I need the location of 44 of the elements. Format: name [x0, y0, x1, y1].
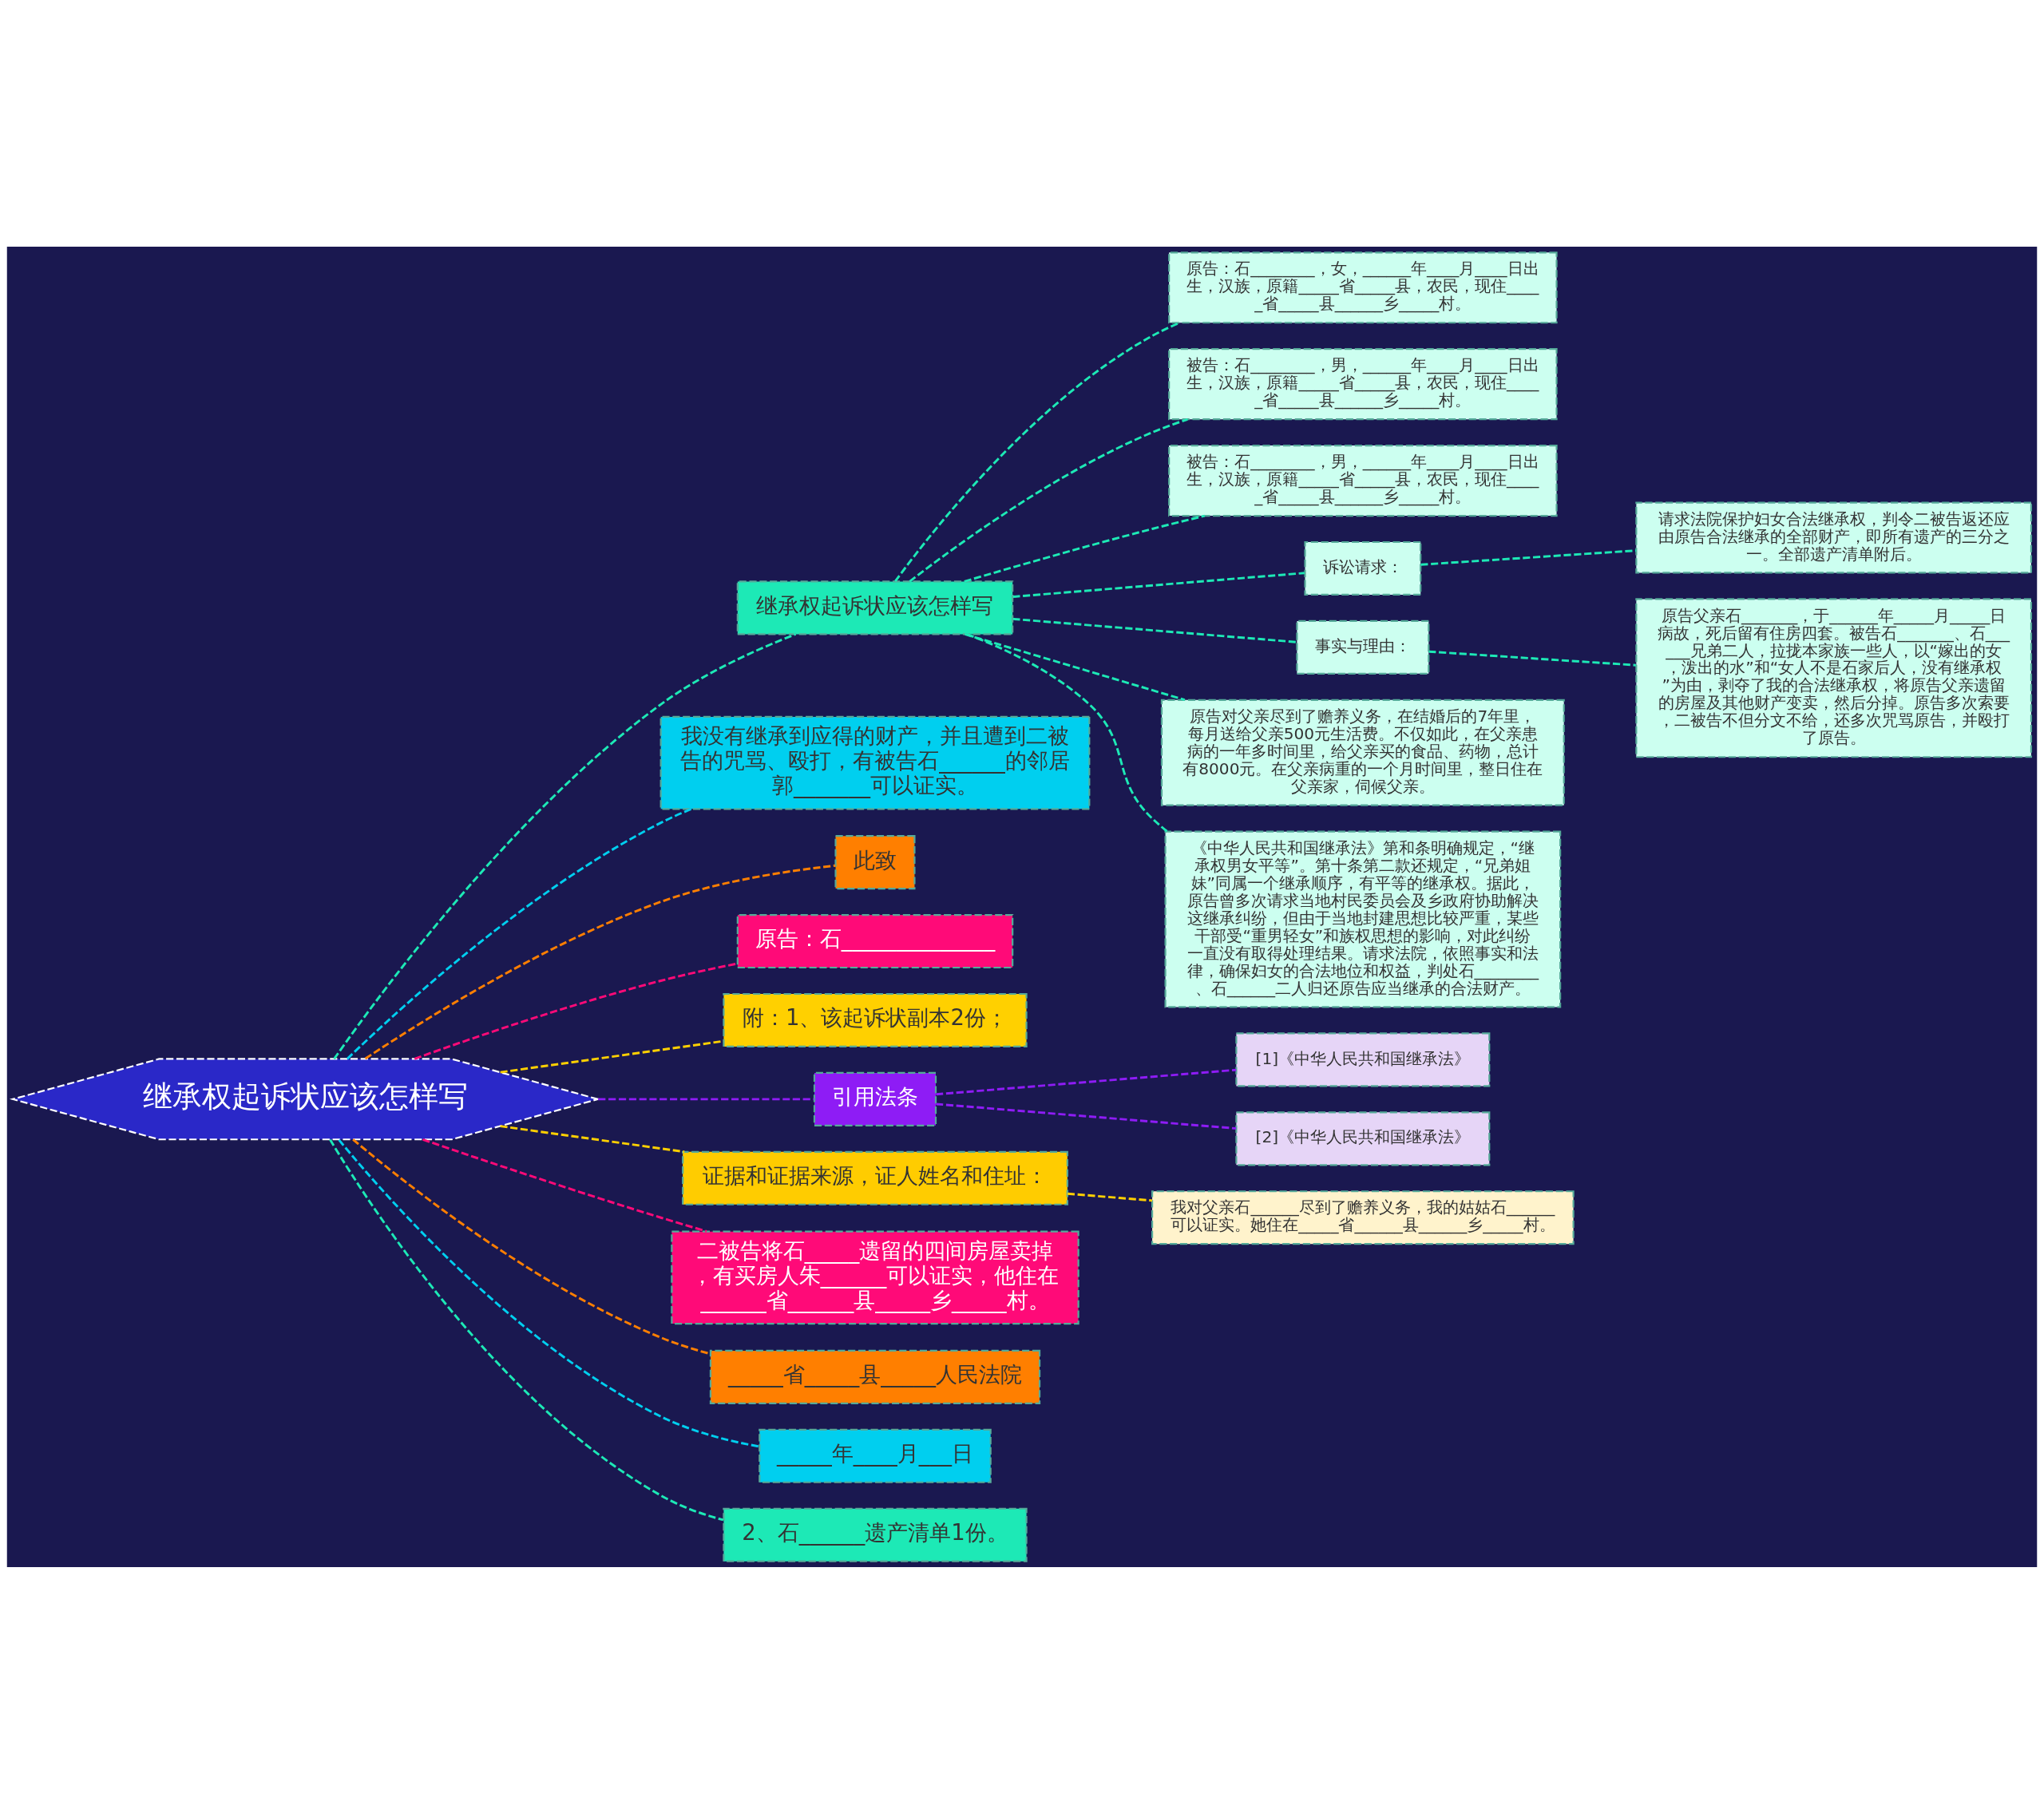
connector	[936, 1068, 1237, 1095]
node-box: _____年____月___日	[759, 1428, 992, 1483]
connector	[966, 632, 1168, 832]
connector	[598, 1097, 814, 1100]
connector	[346, 807, 692, 1059]
connector	[333, 632, 796, 1059]
connector	[338, 1138, 760, 1447]
connector	[965, 632, 1186, 701]
node-box: 证据和证据来源，证人姓名和住址：	[682, 1150, 1068, 1205]
node-box: 此致	[834, 834, 916, 889]
node-box: 原告父亲石_______，于______年_____月_____日病故，死后留有住房四套。被告石_______、石______兄弟二人，拉拢本家族一些人，以“嫁出的女，泼出的水”和“女人不是石家后人，没有继承权”为由，剥夺了我的合法继承权，将原告父亲遗留的房屋及其他财产变卖，然后分掉。原告多次索要，二被告不但分文不给，还多次咒骂原告，并殴打了原告。	[1635, 597, 2033, 758]
node-box: 原告：石______________	[736, 913, 1014, 968]
node-box: 《中华人民共和国继承法》第和条明确规定，“继承权男女平等”。第十条第二款还规定，“兄弟姐妹”同属一个继承顺序，有平等的继承权。据此，原告曾多次请求当地村民委员会及乡政府协助解决这继承纠纷，但由于当地封建思想比较严重，某些干部受“重男轻女”和族权思想的影响，对此纠纷一直没有取得处理结果。请求法院，依照事实和法律，确保妇女的合法地位和权益，判处石________、石______二人归还原告应当继承的合法财产。	[1164, 830, 1562, 1008]
connector	[1067, 1192, 1153, 1201]
node-box: 继承权起诉状应该怎样写	[736, 580, 1014, 635]
node-box: 事实与理由：	[1296, 620, 1430, 675]
connector	[352, 1138, 711, 1355]
node-box: [1]《中华人民共和国继承法》	[1235, 1031, 1491, 1087]
connector	[964, 514, 1206, 583]
node-box: 被告：石________，男，______年____月____日出生，汉族，原籍_____省_____县，农民，现住_____省_____县______乡_____村。	[1168, 347, 1558, 420]
node-box: 我对父亲石______尽到了赡养义务，我的姑姑石______可以证实。她住在_____省______县______乡_____村。	[1151, 1190, 1575, 1245]
node-box: 二被告将石_____遗留的四间房屋卖掉，有买房人朱______可以证实，他住在______省______县_____乡_____村。	[671, 1230, 1079, 1324]
connector	[414, 962, 738, 1060]
connector	[329, 1138, 724, 1521]
node-box: 原告：石________，女，______年____月____日出生，汉族，原籍_____省_____县，农民，现住_____省_____县______乡_____村。	[1168, 251, 1558, 323]
connector	[909, 418, 1188, 582]
connector	[500, 1124, 685, 1153]
connector	[1012, 617, 1297, 643]
node-box: 请求法院保护妇女合法继承权，判令二被告返还应由原告合法继承的全部财产，即所有遗产的三分之一。全部遗产清单附后。	[1635, 501, 2033, 574]
node-box: 原告对父亲尽到了赡养义务，在结婚后的7年里，每月送给父亲500元生活费。不仅如此，在父亲患病的一年多时间里，给父亲买的食品、药物，总计有8000元。在父亲病重的一个月时间里，整日住在父亲家，伺候父亲。	[1160, 699, 1565, 806]
node-box: 诉讼请求：	[1304, 540, 1422, 596]
node-box: _____省_____县_____人民法院	[709, 1349, 1041, 1404]
node-box: 附：1、该起诉状副本2份；	[723, 992, 1028, 1047]
node-box: 我没有继承到应得的财产，并且遭到二被告的咒骂、殴打，有被告石______的邻居郭_______可以证实。	[660, 715, 1091, 810]
connector	[1012, 571, 1305, 598]
node-box: 引用法条	[813, 1071, 937, 1126]
node-box: [2]《中华人民共和国继承法》	[1235, 1110, 1491, 1166]
connector	[936, 1102, 1237, 1130]
node-box: 被告：石________，男，______年____月____日出生，汉族，原籍_____省_____县，农民，现住_____省_____县______乡_____村。	[1168, 444, 1558, 517]
connector	[1420, 548, 1637, 566]
connector	[364, 864, 836, 1059]
connector	[1428, 650, 1636, 667]
node-box: 2、石______遗产清单1份。	[723, 1507, 1028, 1562]
connector	[422, 1138, 707, 1233]
